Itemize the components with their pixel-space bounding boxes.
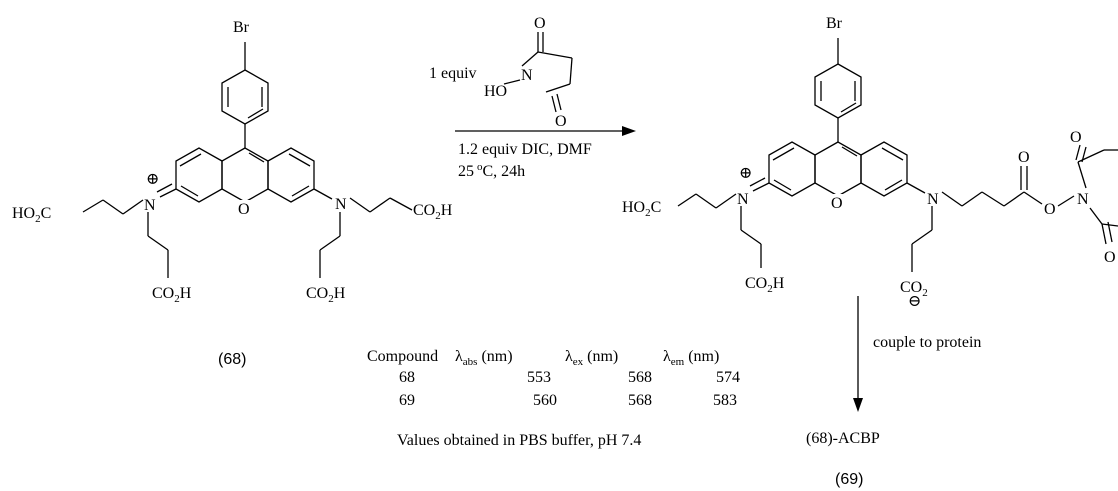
table-header-row: Compound λabs (nm) λex (nm) λem (nm) xyxy=(367,348,719,368)
compound-69-co2h: CO2H xyxy=(745,275,785,295)
table-cell-compound: 68 xyxy=(399,369,415,386)
compound-69-ester-carbonyl-oxygen: O xyxy=(1018,149,1030,166)
compound-68-co2h-bottom-right: CO2H xyxy=(306,285,346,305)
reaction-conditions-line1: 1.2 equiv DIC, DMF xyxy=(458,141,592,158)
table-cell-em: 583 xyxy=(713,392,737,409)
compound-69-bromine: Br xyxy=(826,15,843,32)
reagent-equivalents: 1 equiv xyxy=(429,65,477,82)
reagent-nitrogen: N xyxy=(521,67,533,84)
compound-69-carboxylate: CO2 xyxy=(900,279,928,299)
table-row: 68 553 568 574 xyxy=(399,369,740,386)
compound-68-positive-charge: ⊕ xyxy=(146,171,159,188)
conjugate-name: (68)-ACBP xyxy=(806,430,880,447)
compound-68-co2h-bottom-left: CO2H xyxy=(152,285,192,305)
compound-69-iminium-nitrogen: N xyxy=(737,191,749,208)
compound-69-positive-charge: ⊕ xyxy=(739,165,752,182)
table-footnote: Values obtained in PBS buffer, pH 7.4 xyxy=(397,432,641,449)
reaction-arrow xyxy=(455,126,636,136)
table-cell-compound: 69 xyxy=(399,392,415,409)
compound-69-nhs-oxygen-top: O xyxy=(1070,129,1082,146)
compound-69-ho2c: HO2C xyxy=(622,199,661,219)
compound-68-structure xyxy=(82,42,413,278)
compound-68-co2h-right: CO2H xyxy=(413,202,453,222)
table-cell-abs: 560 xyxy=(533,392,557,409)
compound-68-ho2c-left: HO2C xyxy=(12,205,51,225)
compound-69-amine-nitrogen: N xyxy=(927,191,939,208)
table-cell-ex: 568 xyxy=(628,392,652,409)
coupling-step-text: couple to protein xyxy=(873,334,981,351)
table-cell-em: 574 xyxy=(716,369,740,386)
compound-68-amine-nitrogen: N xyxy=(335,196,347,213)
compound-69-ester-bridge-oxygen: O xyxy=(1044,201,1056,218)
table-cell-ex: 568 xyxy=(628,369,652,386)
table-row: 69 560 568 583 xyxy=(399,392,737,409)
compound-69-structure xyxy=(677,38,1118,412)
compound-69-nhs-oxygen-bottom: O xyxy=(1104,249,1116,266)
reagent-hydroxyl: HO xyxy=(484,83,507,100)
reagent-carbonyl-oxygen-top: O xyxy=(534,15,546,32)
spectral-data-table: Compound λabs (nm) λex (nm) λem (nm) 68 … xyxy=(367,348,740,449)
compound-68-ring-oxygen: O xyxy=(238,201,250,218)
table-cell-abs: 553 xyxy=(527,369,551,386)
reagent-carbonyl-oxygen-bottom: O xyxy=(555,113,567,130)
compound-69-ring-oxygen: O xyxy=(831,195,843,212)
nhs-reagent-structure xyxy=(503,32,573,113)
compound-68-label: (68) xyxy=(218,351,246,368)
compound-68-iminium-nitrogen: N xyxy=(144,197,156,214)
compound-69-negative-charge: ⊖ xyxy=(908,293,921,310)
compound-68-bromine: Br xyxy=(233,19,250,36)
compound-69-label: (69) xyxy=(835,471,863,488)
compound-69-nhs-nitrogen: N xyxy=(1077,191,1089,208)
